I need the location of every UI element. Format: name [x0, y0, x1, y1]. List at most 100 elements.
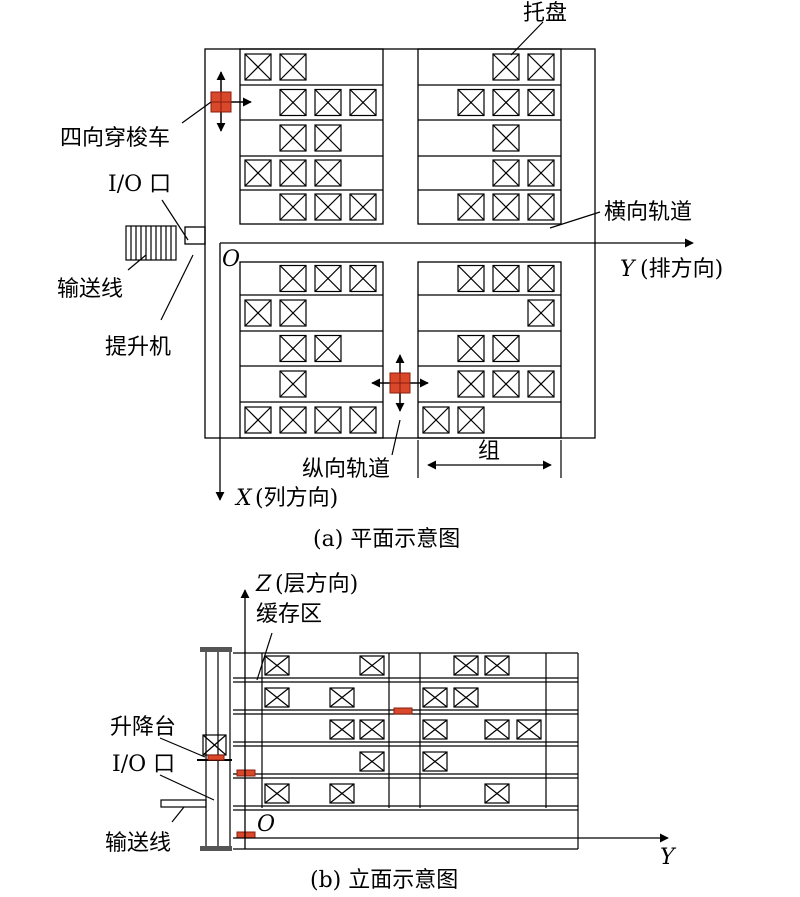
leader-lines: [127, 21, 601, 456]
io-port-label: I/O 口: [108, 172, 171, 197]
pallet-box: [527, 53, 555, 81]
pallet-box: [422, 687, 448, 708]
pallet-box: [349, 193, 377, 221]
pallet-box: [422, 406, 450, 434]
pallet-box: [457, 334, 485, 363]
group-dimension: [417, 440, 562, 478]
pallet-box: [359, 655, 385, 676]
pallet-box: [492, 370, 520, 398]
pallet-box: [279, 370, 307, 398]
pallet-box: [492, 159, 520, 187]
z-axis-text: (层方向): [275, 572, 358, 597]
pallet-box: [329, 719, 355, 740]
pallet-box: [314, 88, 342, 117]
pallet-box: [453, 655, 479, 676]
pallet-box: [527, 88, 555, 117]
pallet-box: [244, 159, 272, 187]
pallet-box: [279, 124, 307, 152]
elevation-view: [160, 648, 579, 850]
pallet-box: [422, 751, 448, 772]
shuttle-icon: [210, 71, 252, 132]
elevation-pallets: [264, 655, 542, 804]
shuttle-icon: [207, 707, 413, 839]
z-axis-letter: Z: [255, 572, 272, 597]
origin-label-elevation: O: [257, 812, 275, 837]
pallet-box: [314, 159, 342, 187]
pallet-box: [279, 88, 307, 117]
pallet-box: [314, 334, 342, 363]
pallet-box: [359, 719, 385, 740]
pallet-box: [484, 783, 510, 804]
pallet-box: [349, 264, 377, 293]
lift-box: [184, 226, 206, 245]
pallet-label: 托盘: [523, 1, 567, 26]
pallet-box: [492, 124, 520, 152]
pallet-box: [422, 719, 448, 740]
y-axis-letter-elevation: Y: [660, 845, 677, 870]
pallet-box: [314, 264, 342, 293]
pallet-box: [492, 88, 520, 117]
pallet-box: [527, 264, 555, 293]
conveyor-label: 输送线: [57, 277, 123, 302]
pallet-box: [453, 687, 479, 708]
pallet-box: [349, 88, 377, 117]
pallet-box: [492, 53, 520, 81]
group-label: 组: [478, 439, 500, 464]
pallet-box: [457, 193, 485, 221]
pallet-box: [329, 687, 355, 708]
conveyor-label-elevation: 输送线: [105, 831, 171, 856]
origin-label: O: [222, 247, 240, 272]
rack-block-bottom-left: [239, 261, 384, 439]
rack-block-bottom-right: [417, 261, 562, 439]
plan-caption: (a) 平面示意图: [313, 527, 460, 552]
pallet-box: [527, 193, 555, 221]
conveyor-elevation: [160, 799, 207, 808]
shuttle-label: 四向穿梭车: [60, 126, 170, 151]
shuttle-icon: [371, 354, 429, 412]
pallet-box: [279, 406, 307, 434]
pallet-box: [484, 655, 510, 676]
rack-block-top-right: [417, 48, 562, 225]
pallet-box: [314, 124, 342, 152]
pallet-box: [264, 783, 290, 804]
y-axis-text: (排方向): [640, 257, 723, 282]
pallet-box: [527, 370, 555, 398]
pallet-box: [516, 719, 542, 740]
lift-platform-label: 升降台: [110, 715, 176, 740]
pallet-box: [457, 264, 485, 293]
pallet-box: [314, 193, 342, 221]
pallet-box: [329, 783, 355, 804]
leader-lines: [159, 632, 273, 823]
conveyor-plan: [125, 225, 177, 261]
pallet-box: [264, 687, 290, 708]
pallet-box: [484, 719, 510, 740]
y-axis-letter: Y: [620, 257, 637, 282]
pallet-box: [527, 159, 555, 187]
lift-cap-top: [200, 647, 232, 652]
pallet-box: [244, 299, 272, 327]
pallet-box: [314, 406, 342, 434]
pallet-box: [279, 193, 307, 221]
pallet-box: [359, 751, 385, 772]
rack-row-lines: [240, 84, 561, 403]
pallet-box: [492, 193, 520, 221]
rack-block-top-left: [239, 48, 384, 225]
pallet-box: [492, 264, 520, 293]
lift-label: 提升机: [105, 335, 171, 360]
x-axis-letter: X: [234, 486, 253, 511]
pallet-box: [279, 264, 307, 293]
io-port-label-elevation: I/O 口: [112, 752, 175, 777]
pallet-box: [264, 655, 290, 676]
plan-pallets: [244, 53, 555, 434]
pallet-box: [244, 406, 272, 434]
long-track-label: 纵向轨道: [302, 457, 390, 482]
x-axis-text: (列方向): [255, 486, 338, 511]
pallet-box: [279, 53, 307, 81]
cross-track-label: 横向轨道: [604, 200, 692, 225]
pallet-box: [244, 53, 272, 81]
pallet-box: [457, 88, 485, 117]
level-lines: [233, 677, 578, 811]
pallet-box: [492, 334, 520, 363]
pallet-box: [349, 406, 377, 434]
pallet-box: [279, 159, 307, 187]
